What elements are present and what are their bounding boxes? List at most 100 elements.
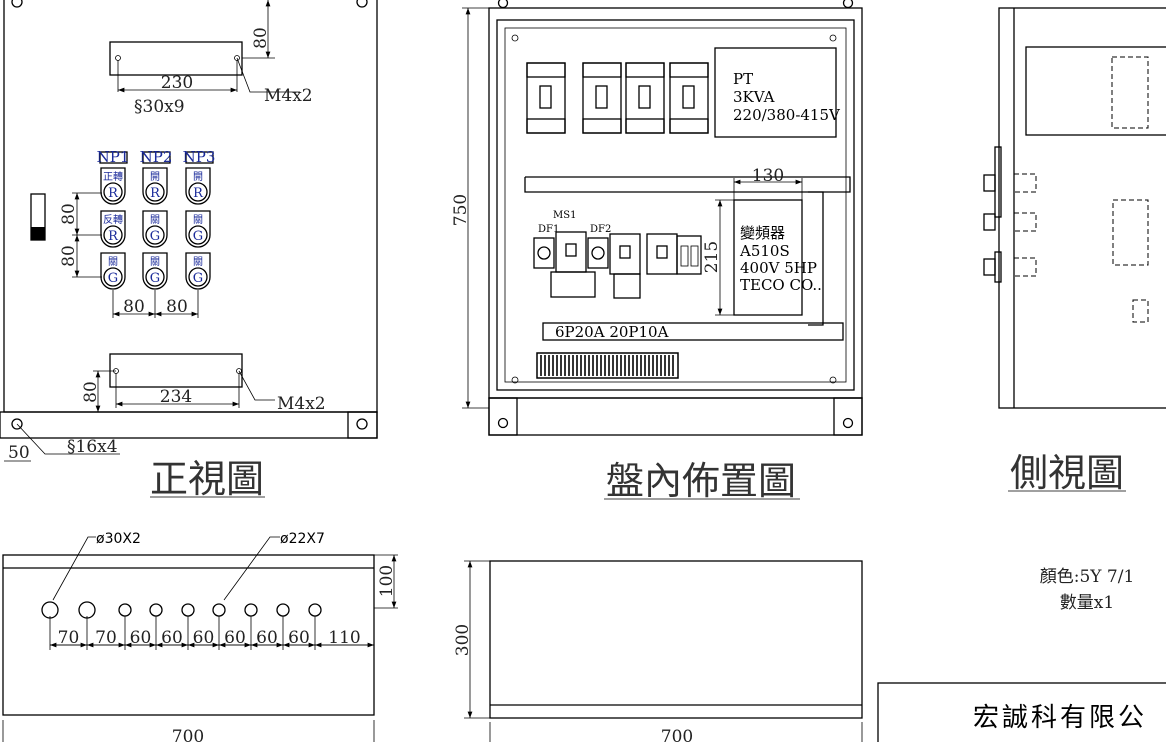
hole-22: [118, 603, 132, 617]
bottom-gland-plate: [109, 353, 243, 388]
dim-top-depth: 300: [453, 624, 473, 656]
pilot-lamp: 開R: [185, 167, 211, 205]
contactors: MS1 DF1 DF2: [533, 210, 702, 299]
breaker: [582, 62, 622, 134]
lamp-label: 關: [108, 256, 118, 268]
dim-top-plate-width: 230: [161, 73, 193, 93]
layout-view-title: 盤內佈置圖: [606, 459, 796, 503]
pilot-lamp: 關G: [142, 210, 168, 248]
side-outline: [998, 7, 1166, 409]
inverter-line1: 變頻器: [740, 224, 785, 242]
circuit-breakers: [526, 62, 709, 134]
lamp-letter: R: [150, 186, 161, 201]
df1-label: DF1: [538, 224, 559, 235]
df2-label: DF2: [590, 224, 611, 235]
breaker: [669, 62, 709, 134]
pilot-lamp: 開R: [142, 167, 168, 205]
lamp-letter: G: [150, 229, 160, 244]
lamp-label: 關: [150, 214, 160, 226]
dim-bottom-depth: 100: [377, 565, 397, 597]
lamp-label: 正轉: [103, 170, 123, 183]
breaker: [526, 62, 566, 134]
lamp-letter: G: [150, 271, 160, 286]
pilot-lamp: 關G: [185, 210, 211, 248]
dim-inverter-width: 130: [752, 166, 784, 186]
layout-view: PT 3KVA 220/380-415V 6P20A 20P10A 變頻器 A5…: [451, 0, 863, 503]
small-hole-label: ø22X7: [280, 531, 325, 547]
pt-line3: 220/380-415V: [733, 106, 841, 124]
hole-spacing-dim: 70: [95, 628, 117, 648]
side-view: 側視圖: [983, 7, 1166, 495]
title-block: [877, 682, 1166, 742]
lamp-label: 反轉: [103, 213, 123, 226]
top-hole-label: §30x9: [134, 97, 185, 117]
dim-lamp-h2: 80: [166, 297, 188, 317]
dim-top-width: 700: [661, 727, 693, 742]
company-name: 宏誠科有限公: [973, 703, 1147, 733]
hole-22: [212, 603, 226, 617]
top-view: 300 700: [453, 560, 863, 742]
hole-22: [149, 603, 163, 617]
hole-22: [181, 603, 195, 617]
hole-30: [78, 601, 96, 619]
pilot-lamp: 正轉 R: [100, 167, 126, 205]
lamp-letter: R: [108, 229, 119, 244]
front-bottom-flange: [0, 411, 378, 439]
terminal-duct: [542, 322, 844, 341]
wire-duct-top: [524, 176, 851, 193]
lamp-label: 關: [150, 256, 160, 268]
quantity-note: 數量x1: [1060, 593, 1114, 613]
mount-hole: [11, 418, 23, 430]
nameplate-np2: NP2: [140, 148, 173, 166]
hole-spacing-dim: 60: [288, 628, 310, 648]
mount-hole-label: §16x4: [67, 437, 118, 457]
hole-22: [244, 603, 258, 617]
lamp-label: 關: [193, 214, 203, 226]
hole-spacing-dim: 60: [161, 628, 183, 648]
pilot-lamp: 關G: [100, 252, 126, 290]
side-lamp-knobs: [983, 146, 1037, 283]
pilot-lamp: 關G: [142, 252, 168, 290]
lamp-label: 關: [193, 256, 203, 268]
dim-mount-offset: 50: [8, 443, 30, 463]
top-screw-label: M4x2: [264, 86, 313, 106]
dim-lamp-h1: 80: [123, 297, 145, 317]
inverter-line3: 400V 5HP: [740, 259, 817, 277]
hole-spacing-dim: 110: [328, 628, 360, 648]
lamp-letter: G: [193, 229, 203, 244]
hole-22: [276, 603, 290, 617]
side-view-title: 側視圖: [1010, 451, 1124, 495]
dim-cabinet-height: 750: [451, 194, 471, 226]
pt-line1: PT: [733, 70, 753, 88]
hole-spacing-dim: 60: [193, 628, 215, 648]
hole-spacing-dim: 70: [58, 628, 80, 648]
lamp-letter: R: [193, 186, 204, 201]
front-view: 230 80 M4x2 §30x9 NP1 NP2 NP3 正轉R開R開R反轉R…: [0, 0, 378, 501]
large-hole-label: ø30X2: [96, 531, 141, 547]
lamp-letter: G: [193, 271, 203, 286]
terminal-block: [536, 352, 679, 379]
front-view-title: 正視圖: [150, 457, 264, 501]
mount-hole: [356, 418, 368, 430]
hole-22: [308, 603, 322, 617]
bottom-plate-outline: [2, 554, 375, 716]
inverter-line2: A510S: [739, 242, 790, 260]
hole-spacing-dim: 60: [224, 628, 246, 648]
pt-transformer: [714, 47, 837, 138]
dim-lamp-v2: 80: [59, 245, 79, 267]
pt-line2: 3KVA: [733, 88, 775, 106]
top-view-outline: [489, 560, 863, 719]
nameplate-np1: NP1: [97, 148, 130, 166]
pilot-lamp: 關G: [185, 252, 211, 290]
hole-spacing-dim: 60: [130, 628, 152, 648]
top-gland-plate: [109, 41, 243, 76]
hole-30: [41, 601, 59, 619]
lamp-label: 開: [150, 171, 160, 183]
bottom-screw-label: M4x2: [277, 394, 326, 414]
color-note: 顏色:5Y 7/1: [1040, 567, 1135, 587]
lamp-letter: R: [108, 186, 119, 201]
mounting-plate: [504, 27, 847, 383]
hole-spacing-dim: 60: [256, 628, 278, 648]
